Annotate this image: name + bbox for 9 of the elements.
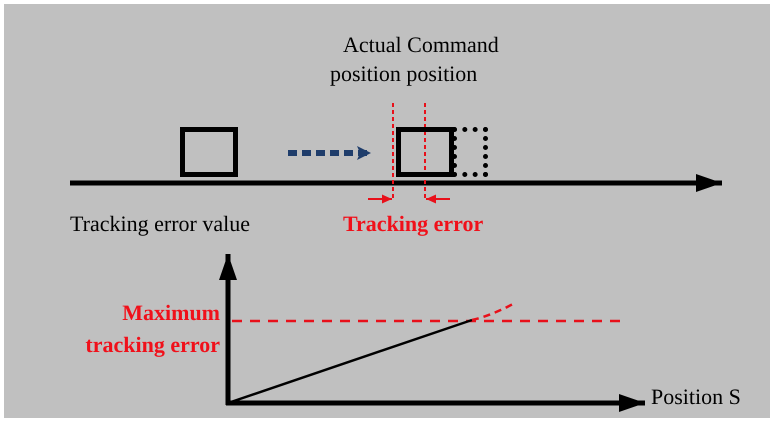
value-label: Tracking error value	[70, 210, 252, 238]
axis-label: Position S	[651, 383, 742, 411]
tracking-error-label: Tracking error	[343, 210, 484, 238]
position-block	[396, 127, 454, 177]
arrow	[288, 146, 371, 160]
limit-label: Maximum tracking error	[84, 299, 220, 359]
position-label: Actual Command position position	[330, 31, 500, 88]
command-position-block	[452, 127, 488, 177]
position-block	[180, 127, 238, 177]
